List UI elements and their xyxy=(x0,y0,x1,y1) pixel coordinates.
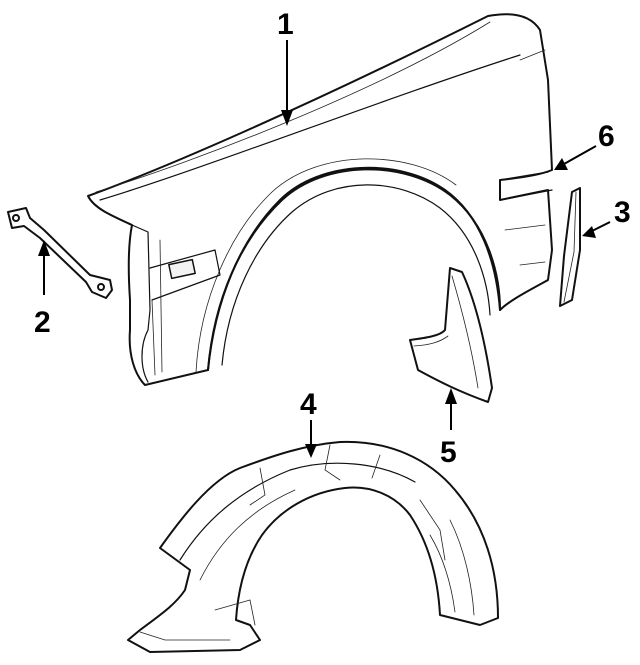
front-fender xyxy=(87,13,553,386)
callout-3: 3 xyxy=(614,196,631,229)
fender-molding xyxy=(559,187,581,307)
callout-6: 6 xyxy=(598,120,615,153)
callout-2: 2 xyxy=(34,306,51,339)
fender-bracket xyxy=(7,207,113,299)
callout-labels: 1 2 3 4 5 6 xyxy=(34,8,631,469)
fender-liner xyxy=(127,440,499,653)
mud-flap xyxy=(409,267,493,403)
callout-1: 1 xyxy=(277,8,294,41)
callout-4: 4 xyxy=(300,388,317,421)
leader-lines xyxy=(38,40,611,458)
callout-5: 5 xyxy=(440,436,457,469)
